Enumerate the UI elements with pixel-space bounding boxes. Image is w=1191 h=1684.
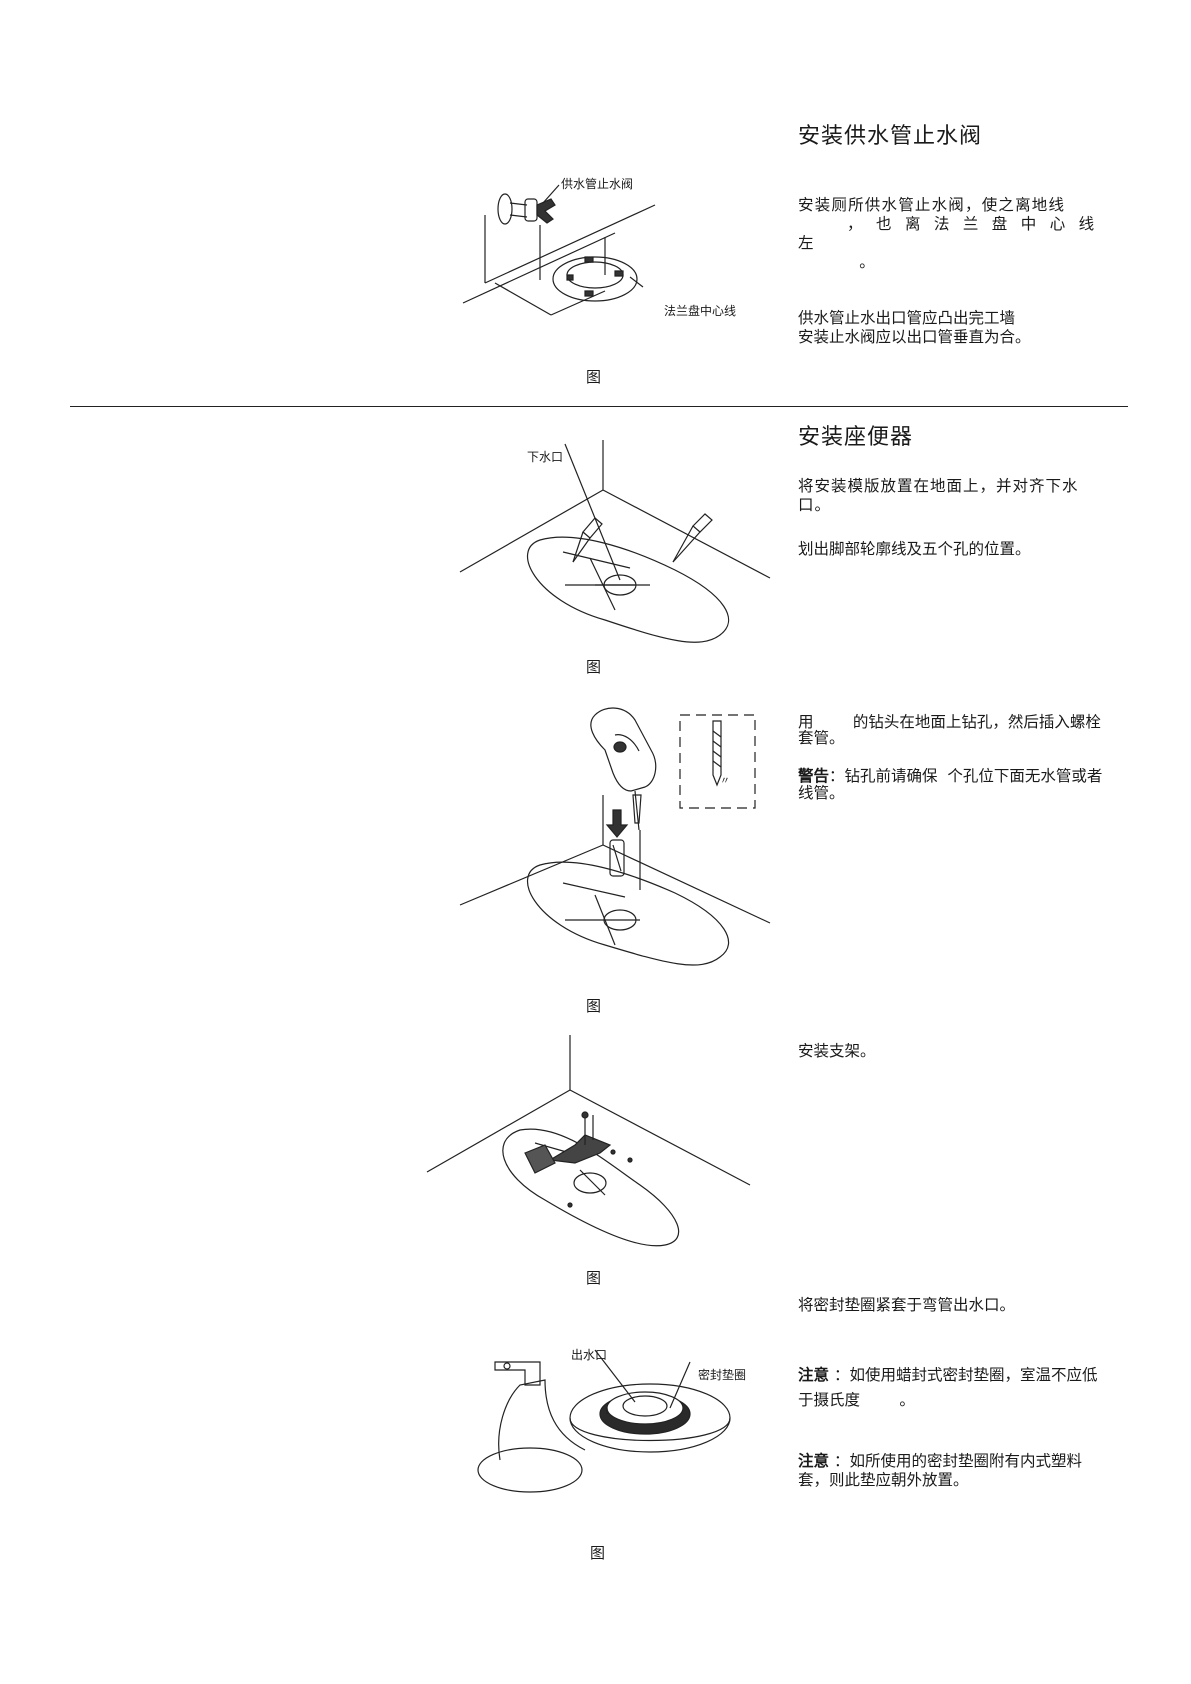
figure-caption-3: 图 (586, 997, 602, 1015)
step1-instruction: 将安装模版放置在地面上，并对齐下水口。 (798, 477, 1079, 514)
outlet-label: 出水口 (571, 1348, 608, 1362)
step4-note-2: 注意 ：如所使用的密封垫圈附有内式塑料套，则此垫应朝外放置。 (798, 1452, 1108, 1490)
warning-label: 警告 (798, 767, 830, 785)
step3-instruction: 安装支架。 (798, 1042, 876, 1060)
step4-instruction: 将密封垫圈紧套于弯管出水口。 (798, 1296, 1016, 1314)
valve-instruction-1: 安装厕所供水管止水阀，使之离地线 ， 也 离 法 兰 盘 中 心 线 左 。 (798, 196, 1096, 271)
figure-caption-4: 图 (586, 1269, 602, 1287)
warning-text: ：钻孔前请确保 个孔位下面无水管或者线管。 (798, 767, 1103, 802)
note1-text: ：如使用蜡封式密封垫圈，室温不应低于摄氏度 。 (798, 1366, 1098, 1409)
section-divider (70, 406, 1128, 407)
step1-instruction-2: 划出脚部轮廓线及五个孔的位置。 (798, 540, 1031, 558)
drilling-figure (455, 705, 785, 995)
note2-text: ：如所使用的密封垫圈附有内式塑料套，则此垫应朝外放置。 (798, 1452, 1082, 1489)
valve-figure (455, 175, 755, 335)
section-title-toilet: 安装座便器 (798, 425, 914, 450)
figure-caption-2: 图 (586, 658, 602, 676)
template-marking-figure (455, 440, 785, 670)
drain-outlet-label: 下水口 (527, 450, 564, 464)
step4-note-1: 注意 ：如使用蜡封式密封垫圈，室温不应低于摄氏度 。 (798, 1363, 1108, 1413)
note2-label: 注意 (798, 1452, 830, 1470)
figure-caption-5: 图 (590, 1544, 606, 1562)
note1-label: 注意 (798, 1366, 830, 1384)
bracket-figure (425, 1035, 755, 1265)
section-title-valve: 安装供水管止水阀 (798, 124, 983, 149)
flange-centerline-label: 法兰盘中心线 (664, 304, 737, 318)
gasket-label: 密封垫圈 (698, 1368, 747, 1382)
valve-instruction-2: 供水管止水出口管应凸出完工墙 安装止水阀应以出口管垂直为合。 (798, 309, 1031, 346)
inset-mark: 〃 (720, 776, 730, 787)
figure-caption: 图 (586, 368, 602, 386)
step2-warning: 警告：钻孔前请确保 个孔位下面无水管或者线管。 (798, 768, 1108, 802)
step2-instruction: 用 的钻头在地面上钻孔，然后插入螺栓套管。 (798, 713, 1101, 747)
gasket-figure (475, 1340, 745, 1510)
valve-label: 供水管止水阀 (561, 177, 634, 191)
